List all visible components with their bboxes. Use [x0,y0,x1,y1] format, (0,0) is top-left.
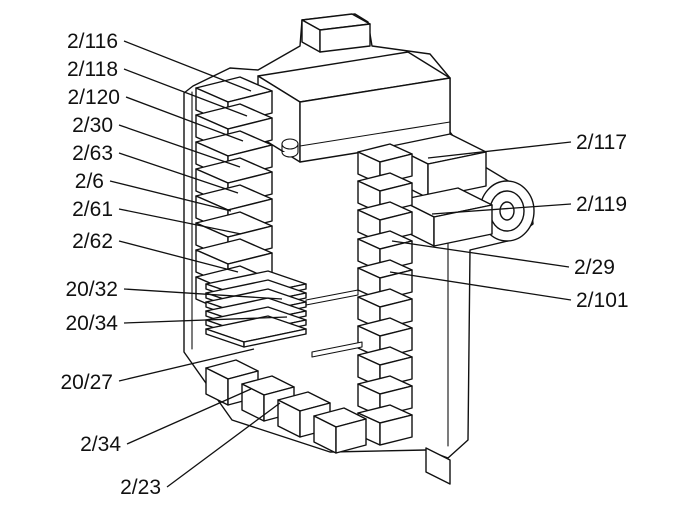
right-fuse-stack [357,143,413,446]
fusebox-drawing [183,13,535,485]
bottom-relay-right-face [335,418,367,454]
callout-2-116: 2/116 [67,30,118,53]
leader-2-61 [118,208,242,235]
main-relay-band-line [299,121,451,147]
callout-20-27: 20/27 [60,371,113,394]
leader-2-29 [391,240,570,268]
leader-2-101 [389,271,572,301]
callout-2-118: 2/118 [67,58,118,81]
leader-20-32 [123,288,283,300]
bus-bar-strip-lower [311,341,363,358]
leader-2-23 [166,402,281,488]
callout-2-119: 2/119 [576,193,627,216]
bottom-relay-row [205,359,367,454]
leader-2-62 [118,240,239,273]
leader-2-117 [427,141,572,159]
leader-20-27 [118,348,255,382]
leader-20-34 [123,316,288,324]
leader-2-120 [125,96,244,142]
callout-2-6: 2/6 [75,170,104,193]
mounting-foot [425,447,451,485]
top-connector [301,13,371,53]
callout-2-101: 2/101 [576,289,629,312]
top-connector-right-face [319,23,371,53]
callout-2-120: 2/120 [67,86,120,109]
main-relay [257,51,451,163]
main-relay-stud [281,138,299,158]
callouts: 2/116 2/118 2/120 2/30 2/63 2/6 2/61 2/6… [60,30,628,499]
callout-20-34: 20/34 [65,312,118,335]
fuse-plate-stack [205,270,307,348]
callout-2-62: 2/62 [72,230,113,253]
callout-2-63: 2/63 [72,142,113,165]
callout-20-32: 20/32 [65,278,118,301]
leader-2-63 [118,152,239,194]
callout-2-23: 2/23 [120,476,161,499]
leader-2-6 [109,180,232,212]
fuse-right-face [379,414,413,446]
callout-2-29: 2/29 [574,256,615,279]
round-connector-inner-ring [499,201,515,221]
callout-2-30: 2/30 [72,114,113,137]
relay-2-119-right-face [433,204,493,247]
leader-2-30 [118,124,241,168]
callout-2-34: 2/34 [80,433,121,456]
stud-bottom-arc [281,151,299,158]
relay-2-117-right-face [427,151,487,199]
leader-2-118 [123,68,248,117]
leader-2-34 [126,388,252,445]
stud-top [281,138,299,150]
leader-2-116 [123,40,252,92]
fuse-plate-right-face [243,328,307,348]
callout-2-117: 2/117 [576,131,627,154]
leader-2-119 [431,203,572,215]
left-relay-stack [195,76,273,314]
callout-2-61: 2/61 [72,198,113,221]
